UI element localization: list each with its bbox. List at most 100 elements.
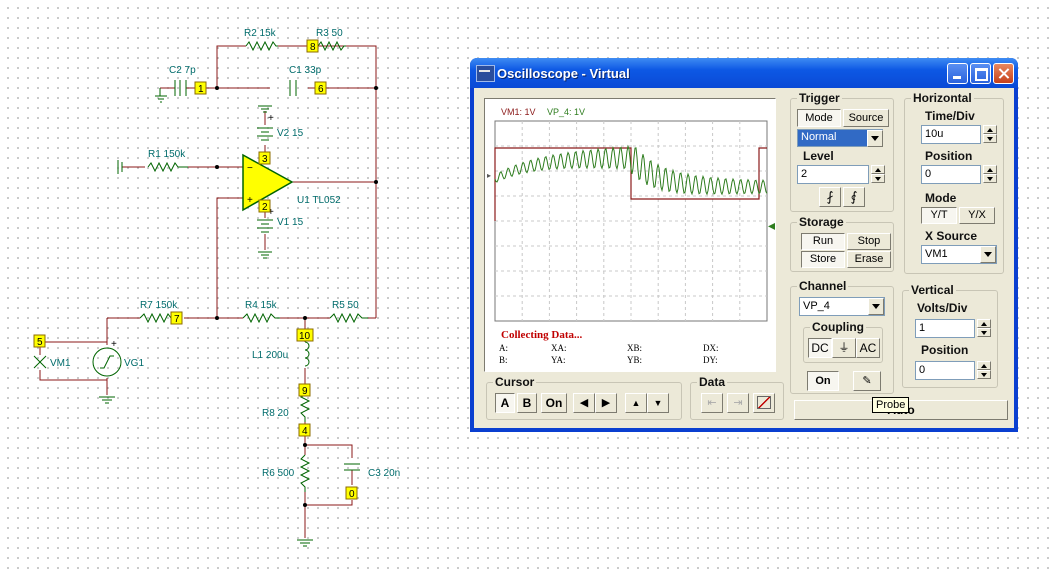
trigger-source-button[interactable]: Source bbox=[843, 109, 889, 127]
trigger-level-label: Level bbox=[803, 149, 834, 163]
title-bar[interactable]: Oscilloscope - Virtual bbox=[470, 58, 1018, 88]
svg-text:2: 2 bbox=[262, 202, 268, 213]
dc-coupling-button[interactable]: DC bbox=[808, 338, 832, 358]
node-9[interactable]: 9 bbox=[298, 383, 311, 397]
cursor-up-icon[interactable]: ▲ bbox=[625, 393, 647, 413]
falling-edge-icon[interactable]: ⨐ bbox=[843, 187, 865, 207]
vertical-group: Vertical Volts/Div 1 Position 0 bbox=[902, 283, 998, 388]
label-r1: R1 150k bbox=[148, 149, 186, 160]
rising-edge-icon[interactable]: ⨏ bbox=[819, 187, 841, 207]
trigger-marker-icon: ◀ bbox=[768, 221, 775, 232]
svg-text:−: − bbox=[247, 163, 253, 174]
channel-value: VP_4 bbox=[803, 300, 830, 312]
v-position-input[interactable]: 0 bbox=[915, 361, 975, 380]
trigger-level-input[interactable]: 2 bbox=[797, 165, 869, 184]
label-l1: L1 200u bbox=[252, 350, 288, 361]
node-8[interactable]: 8 bbox=[306, 39, 319, 53]
trigger-mode-select[interactable]: Normal bbox=[797, 129, 883, 147]
channel-on-button[interactable]: On bbox=[807, 371, 839, 391]
trigger-mode-button[interactable]: Mode bbox=[797, 109, 841, 127]
label-r8: R8 20 bbox=[262, 408, 289, 419]
svg-text:1: 1 bbox=[198, 84, 204, 95]
svg-text:9: 9 bbox=[302, 386, 308, 397]
label-u1: U1 TL052 bbox=[297, 195, 341, 206]
trigger-mode-dropdown-icon[interactable] bbox=[867, 130, 883, 147]
svg-text:3: 3 bbox=[262, 154, 268, 165]
status-text: Collecting Data... bbox=[501, 329, 583, 341]
trigger-level-spinner[interactable] bbox=[871, 165, 885, 184]
channel-select[interactable]: VP_4 bbox=[799, 297, 885, 316]
node-10[interactable]: 10 bbox=[296, 328, 314, 342]
volts-div-input[interactable]: 1 bbox=[915, 319, 975, 338]
cursor-down-icon[interactable]: ▼ bbox=[647, 393, 669, 413]
svg-text:7: 7 bbox=[174, 314, 180, 325]
oscilloscope-window[interactable]: Oscilloscope - Virtual ◀▸ VM1: 1V VP_4: … bbox=[470, 58, 1018, 432]
label-r5: R5 50 bbox=[332, 300, 359, 311]
node-5[interactable]: 5 bbox=[33, 334, 46, 348]
node-7[interactable]: 7 bbox=[170, 311, 183, 325]
trigger-title: Trigger bbox=[797, 91, 842, 105]
cursor-right-icon[interactable]: ▶ bbox=[595, 393, 617, 413]
stop-button[interactable]: Stop bbox=[847, 233, 891, 250]
node-3[interactable]: 3 bbox=[258, 151, 271, 165]
xsource-dropdown-icon[interactable] bbox=[980, 246, 996, 263]
probe-icon[interactable]: ✎ bbox=[853, 371, 881, 391]
node-2[interactable]: 2 bbox=[258, 199, 271, 213]
label-v1: V1 15 bbox=[277, 217, 304, 228]
cursor-left-icon[interactable]: ◀ bbox=[573, 393, 595, 413]
v-position-spinner[interactable] bbox=[977, 361, 991, 380]
xsource-value: VM1 bbox=[925, 248, 948, 260]
cursor-on-button[interactable]: On bbox=[541, 393, 567, 413]
node-4[interactable]: 4 bbox=[298, 423, 311, 437]
time-div-label: Time/Div bbox=[925, 109, 975, 123]
time-div-input[interactable]: 10u bbox=[921, 125, 981, 144]
readout-xb: XB: bbox=[627, 343, 643, 353]
storage-title: Storage bbox=[797, 215, 846, 229]
data-export-icon[interactable]: ⇥ bbox=[727, 393, 749, 413]
cursor-a-button[interactable]: A bbox=[495, 393, 515, 413]
oscilloscope-client-area: ◀▸ VM1: 1V VP_4: 1V Collecting Data... A… bbox=[474, 88, 1014, 428]
erase-button[interactable]: Erase bbox=[847, 251, 891, 268]
probe-tooltip: Probe bbox=[872, 397, 910, 413]
ac-coupling-button[interactable]: AC bbox=[856, 338, 880, 358]
v-position-label: Position bbox=[921, 343, 969, 357]
node-1[interactable]: 1 bbox=[194, 81, 207, 95]
label-r2: R2 15k bbox=[244, 28, 277, 39]
channel-dropdown-icon[interactable] bbox=[868, 298, 884, 315]
node-0[interactable]: 0 bbox=[345, 486, 358, 500]
xsource-select[interactable]: VM1 bbox=[921, 245, 997, 264]
yx-mode-button[interactable]: Y/X bbox=[959, 207, 995, 224]
volts-div-spinner[interactable] bbox=[977, 319, 991, 338]
h-mode-label: Mode bbox=[925, 191, 957, 205]
h-position-input[interactable]: 0 bbox=[921, 165, 981, 184]
h-position-spinner[interactable] bbox=[983, 165, 997, 184]
time-div-spinner[interactable] bbox=[983, 125, 997, 144]
maximize-button[interactable] bbox=[970, 63, 991, 84]
svg-text:5: 5 bbox=[37, 337, 43, 348]
storage-group: Storage Run Stop Store Erase bbox=[790, 215, 894, 272]
yt-mode-button[interactable]: Y/T bbox=[921, 207, 957, 224]
node-6[interactable]: 6 bbox=[314, 81, 327, 95]
label-r4: R4 15k bbox=[245, 300, 278, 311]
run-button[interactable]: Run bbox=[801, 233, 845, 250]
readout-dy: DY: bbox=[703, 355, 718, 365]
store-button[interactable]: Store bbox=[801, 251, 845, 268]
svg-text:8: 8 bbox=[310, 42, 316, 53]
opamp-u1[interactable]: − + bbox=[242, 153, 294, 212]
zero-marker-icon: ▸ bbox=[487, 171, 491, 180]
data-import-icon[interactable]: ⇤ bbox=[701, 393, 723, 413]
h-position-label: Position bbox=[925, 149, 973, 163]
vertical-title: Vertical bbox=[909, 283, 956, 297]
data-graph-icon[interactable] bbox=[753, 393, 775, 413]
cursor-b-button[interactable]: B bbox=[517, 393, 537, 413]
label-vm1: VM1 bbox=[50, 358, 71, 369]
volts-div-label: Volts/Div bbox=[917, 301, 968, 315]
label-r3: R3 50 bbox=[316, 28, 343, 39]
horizontal-title: Horizontal bbox=[911, 91, 974, 105]
minimize-button[interactable] bbox=[947, 63, 968, 84]
scope-screen[interactable]: ◀▸ VM1: 1V VP_4: 1V Collecting Data... A… bbox=[484, 98, 776, 372]
ground-icon[interactable]: ⏚ bbox=[832, 338, 856, 358]
svg-text:0: 0 bbox=[349, 489, 355, 500]
close-button[interactable] bbox=[993, 63, 1014, 84]
